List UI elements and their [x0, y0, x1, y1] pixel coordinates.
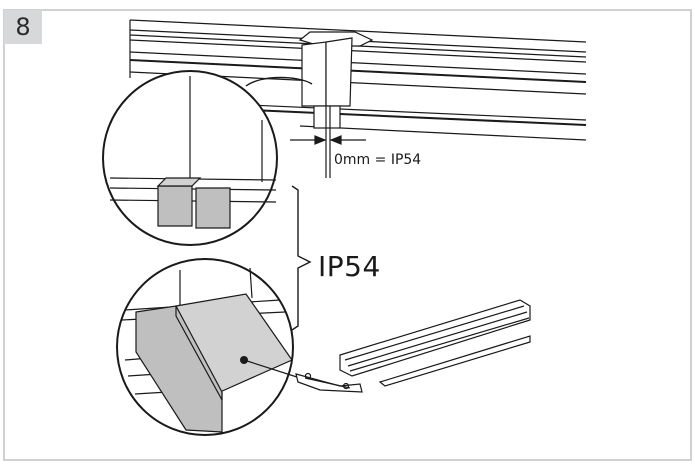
- gap-label: 0mm = IP54: [334, 152, 422, 168]
- ip-rating-label: IP54: [318, 250, 381, 283]
- panel-border: [3, 9, 692, 461]
- step-number-badge: 8: [4, 10, 42, 44]
- ip-bracket: [291, 185, 312, 331]
- gasket-left: [157, 185, 193, 227]
- upper-detail-circle: [102, 70, 313, 246]
- lower-rail: [295, 299, 531, 393]
- gap-dimension-arrows: [290, 135, 366, 145]
- lower-detail-circle: [116, 258, 301, 436]
- gasket-right: [195, 187, 231, 229]
- top-rail-assembly: [129, 19, 587, 178]
